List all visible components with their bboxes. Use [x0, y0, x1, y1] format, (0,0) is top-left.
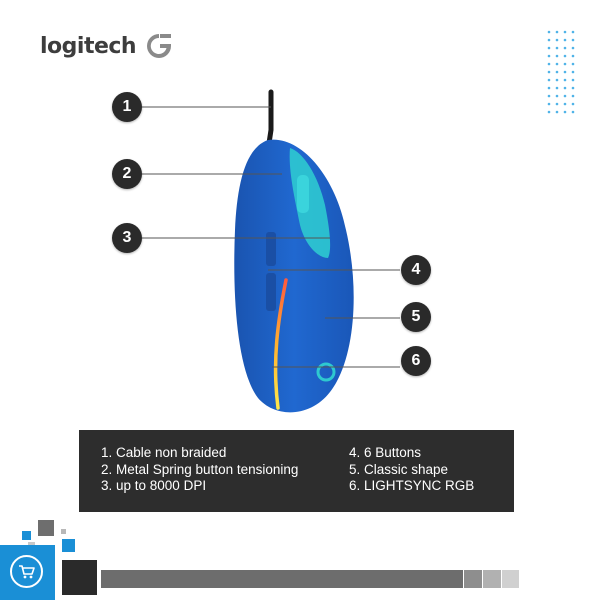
- bottom-bar: [101, 570, 463, 588]
- feature-item: 5. Classic shape: [349, 461, 449, 477]
- callout-5: 5: [401, 302, 431, 332]
- mouse-scroll-area: [289, 148, 331, 258]
- feature-item: 6. LIGHTSYNC RGB: [349, 478, 475, 493]
- mouse-scroll-wheel: [297, 175, 309, 213]
- brand-logo: logitech: [40, 30, 174, 62]
- cart-button[interactable]: [0, 545, 55, 600]
- feature-item: 2. Metal Spring button tensioning: [101, 461, 299, 477]
- bottom-square-decoration: [22, 520, 97, 595]
- mouse-g-logo: [316, 362, 336, 382]
- brand-name: logitech: [40, 33, 137, 59]
- feature-list-box: 1. Cable non braided 2. Metal Spring but…: [79, 430, 514, 512]
- callout-2: 2: [112, 159, 142, 189]
- mouse-side-button-1: [266, 232, 276, 266]
- bottom-bar-square-3: [502, 570, 519, 588]
- callout-4: 4: [401, 255, 431, 285]
- feature-item: 4. 6 Buttons: [349, 445, 422, 460]
- logitech-g-icon: [147, 34, 172, 58]
- callout-3: 3: [112, 223, 142, 253]
- feature-list-left: 1. Cable non braided 2. Metal Spring but…: [101, 445, 298, 495]
- feature-item: 1. Cable non braided: [101, 445, 227, 460]
- dot-pattern-decoration: [547, 30, 575, 114]
- mouse-illustration: [142, 89, 400, 413]
- cart-circle: [10, 555, 43, 588]
- feature-list-right: 4. 6 Buttons 5. Classic shape 6. LIGHTSY…: [349, 445, 474, 495]
- bottom-bar-square-1: [464, 570, 482, 588]
- callout-6: 6: [401, 346, 431, 376]
- bottom-bar-square-2: [483, 570, 501, 588]
- shopping-cart-icon: [18, 564, 35, 578]
- callout-1: 1: [112, 92, 142, 122]
- mouse-side-button-2: [266, 273, 276, 311]
- mouse-rgb-strip: [273, 278, 288, 410]
- feature-item: 3. up to 8000 DPI: [101, 478, 207, 493]
